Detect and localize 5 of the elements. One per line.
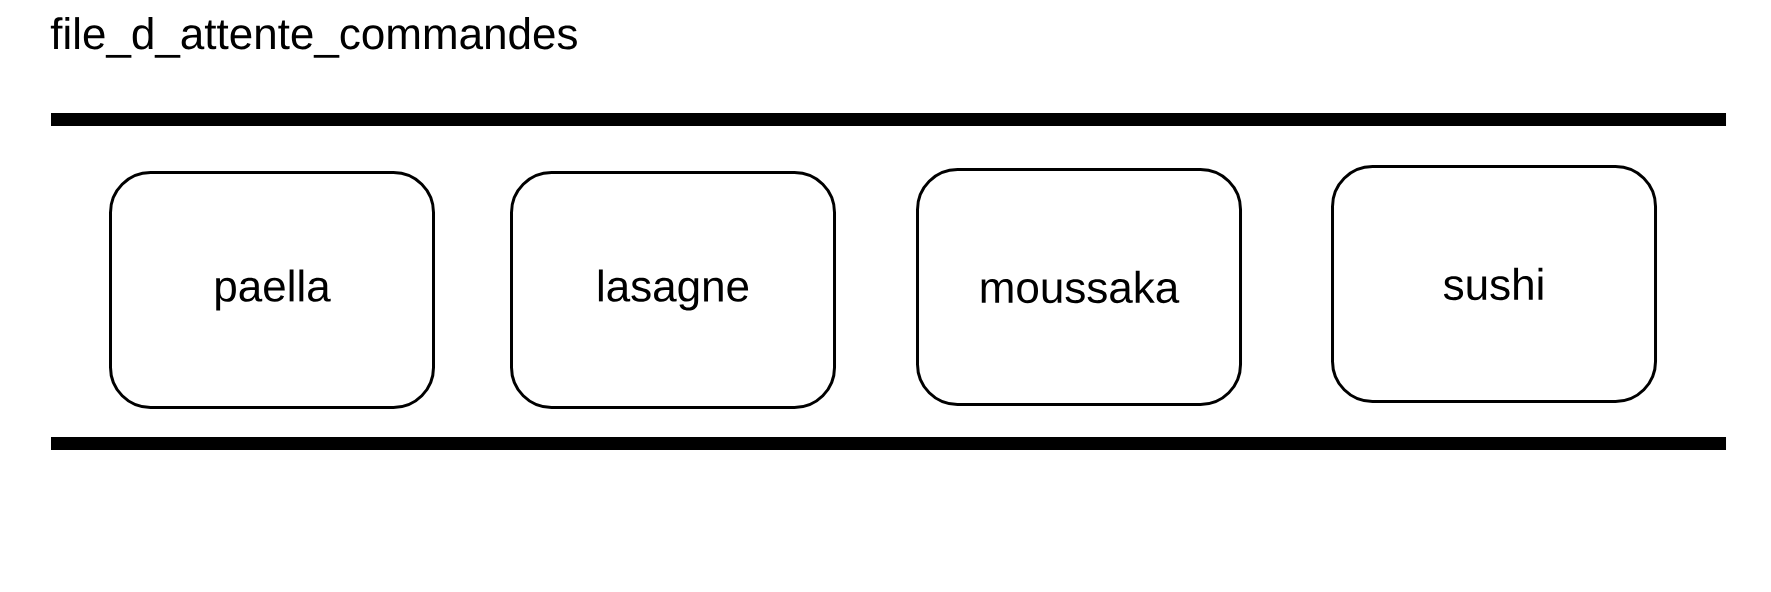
item-box: lasagne: [510, 171, 836, 409]
item-box: sushi: [1331, 165, 1657, 403]
title: file_d_attente_commandes: [50, 17, 577, 58]
item-box: moussaka: [916, 168, 1242, 406]
item-box: paella: [109, 171, 435, 409]
